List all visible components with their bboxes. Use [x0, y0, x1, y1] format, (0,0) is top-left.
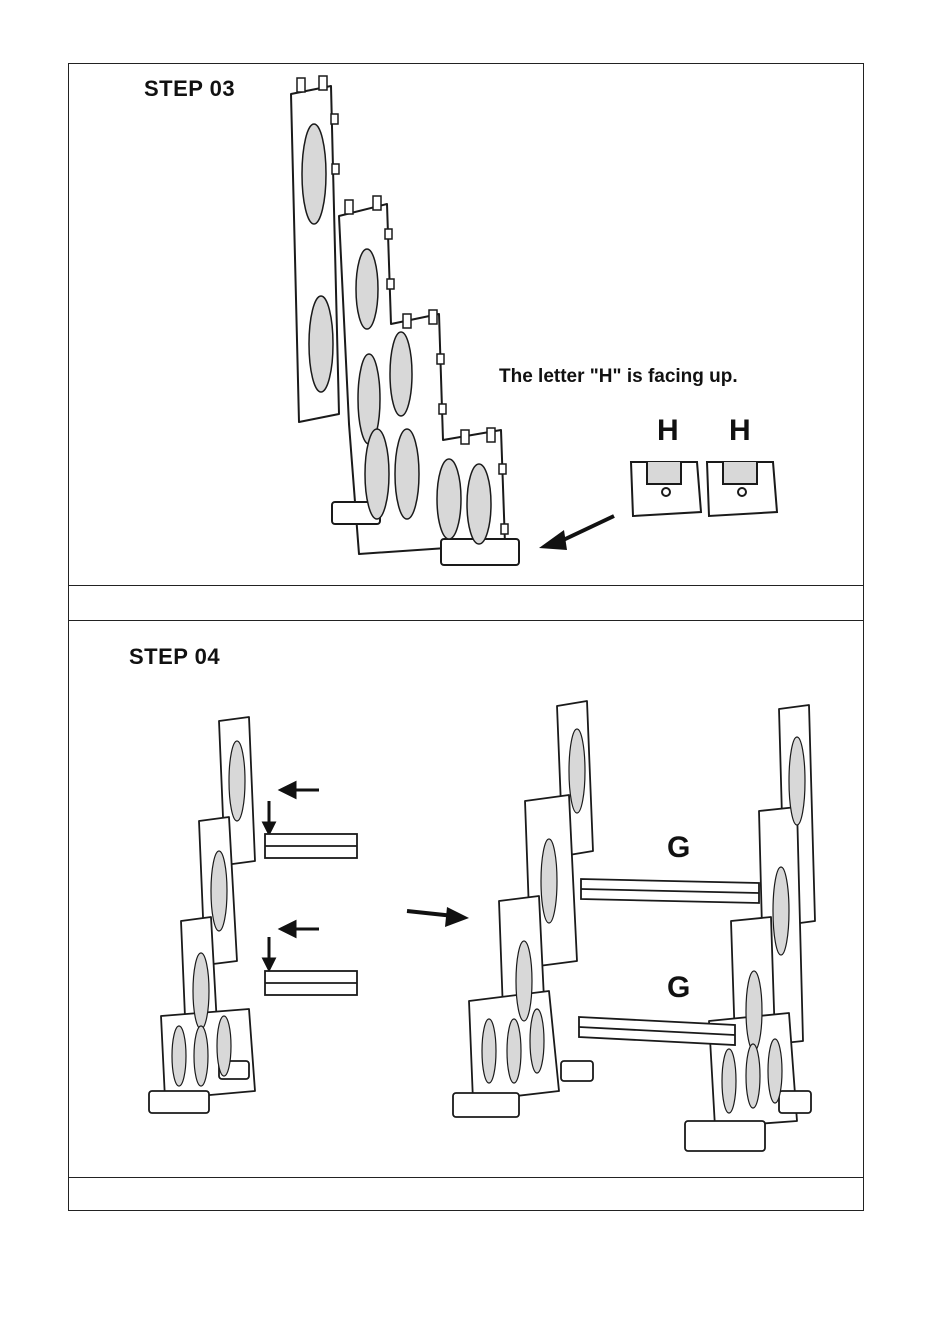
step-03-illustration — [69, 64, 865, 585]
step-03-caption-strip — [69, 585, 863, 621]
part-label-h-2: H — [729, 414, 751, 448]
part-label-g-2: G — [667, 971, 690, 1005]
orientation-note: The letter "H" is facing up. — [499, 366, 738, 388]
part-label-h-1: H — [657, 414, 679, 448]
step-04-panel: STEP 04 — [69, 621, 863, 1177]
arrow-right-icon — [407, 907, 469, 927]
instruction-sheet: STEP 03 — [68, 63, 864, 1211]
part-label-g-1: G — [667, 831, 690, 865]
step-04-caption-strip — [69, 1177, 863, 1210]
step-04-illustration — [69, 621, 865, 1177]
step-03-panel: STEP 03 — [69, 64, 863, 585]
arrow-left-icon — [539, 516, 614, 550]
